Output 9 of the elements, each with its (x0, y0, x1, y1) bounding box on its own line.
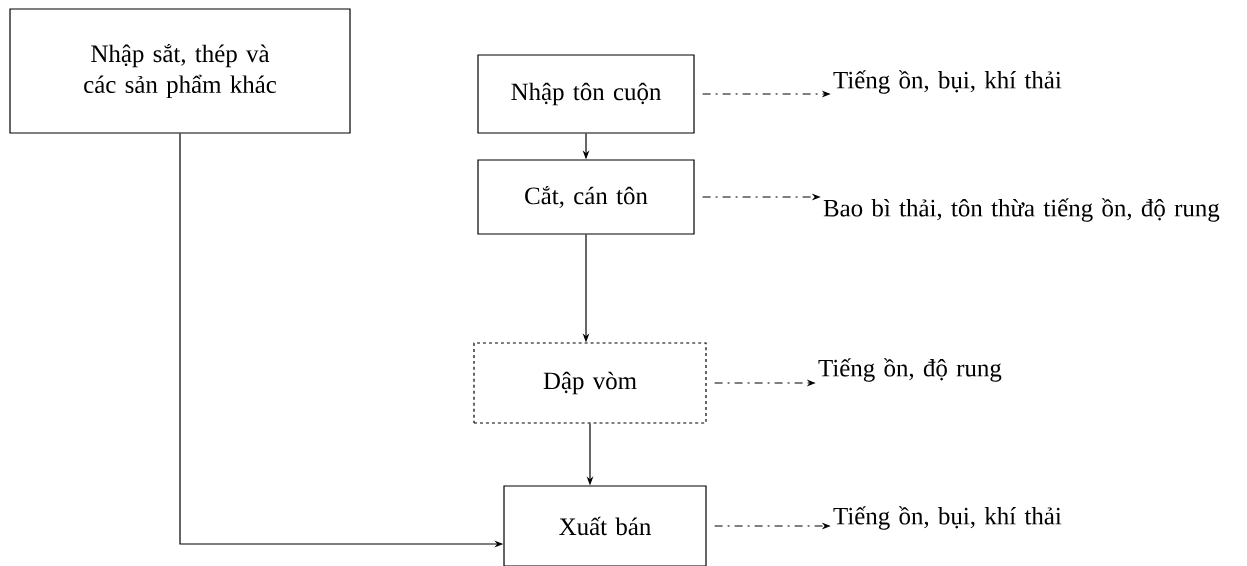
note-text: Tiếng ồn, độ rung (818, 358, 1002, 382)
process-box: Nhập tôn cuộn (477, 54, 695, 134)
process-box: Cắt, cán tôn (477, 159, 695, 235)
note-text: Tiếng ồn, bụi, khí thải (833, 506, 1062, 530)
note-text: Tiếng ồn, bụi, khí thải (833, 70, 1062, 94)
process-box: Nhập sắt, thép và các sản phẩm khác (9, 8, 351, 134)
note-text: Bao bì thải, tôn thừa tiếng ồn, độ rung (823, 198, 1220, 222)
process-box: Dập vòm (473, 342, 707, 424)
process-box: Xuất bán (503, 485, 707, 566)
